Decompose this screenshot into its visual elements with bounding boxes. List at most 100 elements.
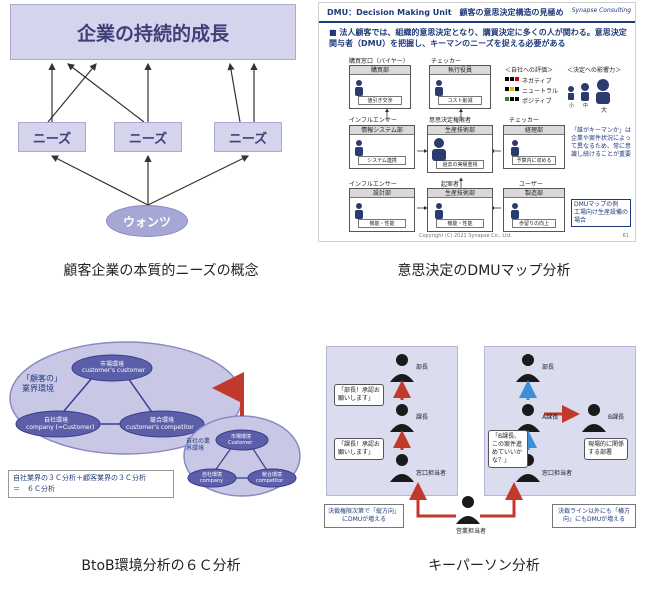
person-icon: [390, 454, 414, 482]
right-org-bg: [484, 346, 636, 496]
self-industry-label: 自社の業界環境: [186, 438, 211, 452]
dmu-slide-title: DMU：Decision Making Unit 顧客の意思決定構造の見極め S…: [319, 3, 635, 23]
left-role-bucho: 部長: [416, 364, 429, 371]
right-role-a-kacho: A課長: [542, 414, 559, 421]
dept-item: 機能・性能: [358, 219, 406, 228]
six-c-note-line2: ＝ ６Ｃ分析: [13, 485, 55, 493]
person-icon: [516, 354, 540, 382]
legend-title: ＜自社への評価＞: [505, 67, 554, 74]
panel-dmu-map: DMU：Decision Making Unit 顧客の意思決定構造の見極め S…: [318, 2, 636, 242]
vertical-dmu-note: 決裁権限次第で「縦方向」にDMUが増える: [324, 504, 404, 528]
red-up-arrow: [212, 372, 244, 416]
company-label-en: company (=Customer): [26, 424, 95, 431]
label-influencer-1: インフルエンサー: [349, 117, 397, 124]
competitor-node: [119, 410, 205, 438]
six-c-note-line1: 自社業界の３Ｃ分析＋顧客業界の３Ｃ分析: [13, 474, 146, 482]
legend-neutral: ニュートラル: [522, 88, 559, 95]
related-dept-label: 現場的に関係する部署: [584, 438, 628, 460]
label-decision-maker: 意思決定権限者: [429, 117, 472, 124]
left-role-contact: 窓口担当者: [416, 470, 447, 477]
dept-name: 購買部: [350, 66, 410, 75]
needs-box-3: ニーズ: [214, 122, 282, 152]
dept-item: 歩留りの向上: [512, 219, 556, 228]
right-role-b-kacho: B課長: [608, 414, 625, 421]
person-icon: [390, 404, 414, 432]
caption-needs-concept: 顧客企業の本質的ニーズの概念: [63, 263, 259, 279]
influence-medium: 中: [583, 103, 589, 109]
dept-name: 情報システム部: [350, 126, 414, 135]
keyperson-diagram: [390, 354, 606, 524]
left-bubble-bucho: 「部長！承認お願いします」: [334, 384, 384, 406]
caption-keyperson: キーパーソン分析: [428, 558, 540, 574]
copyright: Copyright (C) 2021 Synapse Co., Ltd.: [419, 233, 512, 239]
inner-competitor-node: [247, 468, 297, 488]
dept-box-manufacturing: 製造部 歩留りの向上: [503, 188, 565, 232]
company-node: [15, 410, 101, 438]
label-proposer: 起案者: [441, 181, 460, 188]
influence-large: 大: [601, 107, 608, 114]
dept-name: 製造部: [504, 189, 564, 198]
left-org-bg: [326, 346, 458, 496]
inner-competitor-label: 競合環境: [262, 472, 283, 478]
six-c-note: 自社業界の３Ｃ分析＋顧客業界の３Ｃ分析 ＝ ６Ｃ分析: [8, 470, 174, 498]
page-number: 61: [622, 233, 629, 239]
inner-market-label-en: Customer: [228, 440, 253, 446]
label-user: ユーザー: [519, 181, 543, 188]
competitor-label: 競合環境: [150, 417, 175, 424]
right-role-contact: 窓口担当者: [542, 470, 573, 477]
left-bubble-kacho: 「課長！承認お願いします」: [334, 438, 384, 460]
dept-box-design: 設計部 機能・性能: [349, 188, 415, 232]
dept-name: 生産技術部: [428, 126, 492, 135]
panel-needs-concept: 企業の持続的成長 ニーズ ニーズ ニーズ ウォンツ: [8, 2, 298, 240]
competitor-label-en: customer's competitor: [126, 424, 194, 431]
caption-dmu-map: 意思決定のDMUマップ分析: [397, 263, 571, 279]
dept-item: 過去の実績重視: [436, 160, 484, 169]
panel-6c-analysis: 「顧客の」業界環境 市場環境 customer's customer 自社環境 …: [6, 338, 302, 500]
dept-box-production-tech-2: 生産技術部 機能・性能: [427, 188, 493, 232]
legend-negative: ネガティブ: [522, 78, 552, 85]
dept-item: システム連携: [358, 156, 406, 165]
dept-item: 機能・性能: [436, 219, 484, 228]
customer-industry-label: 「顧客の」業界環境: [22, 374, 62, 393]
label-influencer-2: インフルエンサー: [349, 181, 397, 188]
inner-company-node: [187, 468, 237, 488]
market-node: [71, 354, 153, 382]
keyman-note: 「誰がキーマンか」は企業や案件状況によって異なるため、常に意識し続けることが重要: [571, 127, 632, 158]
dept-box-accounting: 経理部 予算内に収める: [503, 125, 565, 169]
influence-title: ＜決定への影響力＞: [567, 67, 622, 74]
inner-competitor-label-en: competitor: [256, 478, 284, 484]
six-c-diagram: [9, 341, 301, 497]
dept-name: 設計部: [350, 189, 414, 198]
label-checker-2: チェッカー: [509, 117, 540, 124]
horizontal-dmu-note: 決裁ライン以外にも「横方向」にもDMUが増える: [552, 504, 636, 528]
person-icon: [456, 496, 480, 524]
inner-company-label: 自社環境: [202, 472, 223, 478]
dept-name: 執行役員: [430, 66, 490, 75]
right-bubble-b-kacho: 「B課長、この案件進めていいかな？」: [488, 430, 528, 468]
caption-6c-analysis: BtoB環境分析の６Ｃ分析: [81, 558, 241, 574]
dmu-bullet-text: ■ 法人顧客では、組織的意思決定となり、購買決定に多くの人が関わる。意思決定関与…: [329, 28, 627, 48]
dept-name: 経理部: [504, 126, 564, 135]
dept-box-executive: 執行役員 コスト削減: [429, 65, 491, 109]
dept-box-it: 情報システム部 システム連携: [349, 125, 415, 169]
market-label-en: customer's customer: [82, 367, 146, 374]
dmu-example-label: DMUマップの例 工場向け生産設備の場合: [571, 199, 631, 227]
wants-ellipse: ウォンツ: [106, 205, 188, 237]
dept-item: コスト削減: [438, 96, 482, 105]
needs-box-1: ニーズ: [18, 122, 86, 152]
inner-company-label-en: company: [200, 478, 224, 484]
needs-box-2: ニーズ: [114, 122, 182, 152]
market-label: 市場環境: [100, 361, 125, 368]
dept-box-purchasing: 購買部 値引き交渉: [349, 65, 411, 109]
synapse-logo: Synapse Consulting: [571, 7, 631, 14]
dmu-title-text: DMU：Decision Making Unit 顧客の意思決定構造の見極め: [327, 7, 564, 17]
sales-rep-label: 営業担当者: [456, 528, 487, 535]
influence-small: 小: [569, 103, 575, 109]
dept-name: 生産技術部: [428, 189, 492, 198]
left-role-kacho: 課長: [416, 414, 429, 421]
inner-market-label: 市場環境: [231, 434, 252, 440]
inner-market-node: [215, 429, 269, 451]
company-label: 自社環境: [44, 417, 69, 424]
person-icon: [582, 404, 606, 432]
dept-box-production-tech-1: 生産技術部 過去の実績重視: [427, 125, 493, 173]
